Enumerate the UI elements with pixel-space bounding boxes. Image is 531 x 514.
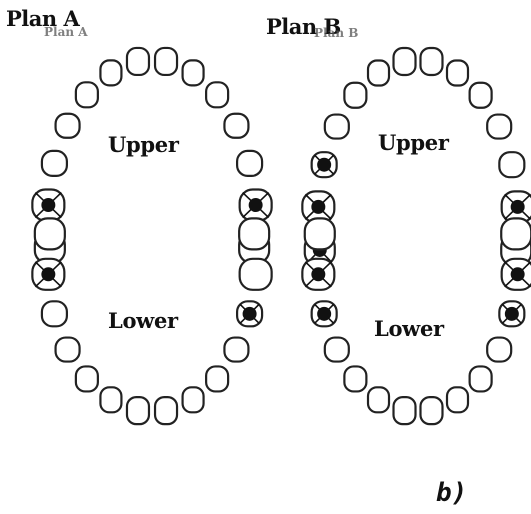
plan-b-upper-tooth-right-lateral-incisor bbox=[447, 61, 468, 86]
plan-b-lower-tooth-left-canine bbox=[344, 366, 366, 391]
plan-a-lower-tooth-left-second-molar bbox=[35, 218, 65, 249]
plan-b-upper-tooth-left-second-premolar bbox=[312, 152, 337, 177]
plan-b-subtitle: Plan B bbox=[314, 26, 358, 40]
plan-a-upper-tooth-left-first-molar bbox=[32, 190, 64, 221]
plan-a-upper-tooth-left-second-premolar bbox=[42, 151, 67, 176]
plan-a-upper-tooth-right-first-premolar bbox=[224, 114, 248, 138]
plan-b-upper-tooth-left-canine bbox=[344, 83, 366, 108]
plan-b-upper-tooth-right-first-premolar bbox=[487, 115, 511, 139]
plan-a-upper-tooth-right-second-premolar bbox=[237, 151, 262, 176]
plan-a-upper-tooth-right-canine bbox=[206, 82, 228, 107]
plan-b-lower-tooth-right-canine bbox=[470, 366, 492, 391]
plan-b-lower-tooth-right-first-molar bbox=[502, 259, 531, 290]
plan-b-lower-tooth-left-first-molar bbox=[302, 259, 334, 290]
plan-a-lower-extraction-marker bbox=[243, 307, 257, 321]
plan-b-upper-extraction-marker bbox=[317, 158, 331, 172]
plan-a-upper-tooth-right-lateral-incisor bbox=[183, 60, 204, 85]
plan-b-upper-tooth-right-central-incisor bbox=[420, 48, 442, 75]
plan-a-upper-extraction-marker bbox=[249, 198, 263, 212]
plan-b-lower-tooth-left-second-molar bbox=[305, 218, 335, 249]
plan-b-lower-tooth-right-second-molar bbox=[501, 218, 531, 249]
plan-a-upper-extraction-marker bbox=[41, 198, 55, 212]
plan-b-upper-extraction-marker bbox=[311, 200, 325, 214]
plan-b-lower-tooth-left-lateral-incisor bbox=[368, 387, 389, 412]
plan-b-lower-extraction-marker bbox=[505, 307, 519, 321]
plan-a-lower-tooth-right-first-molar bbox=[240, 259, 272, 290]
plan-b-lower-label: Lower bbox=[374, 316, 444, 341]
plan-a-lower-tooth-left-lateral-incisor bbox=[100, 387, 121, 412]
plan-b-upper-tooth-right-canine bbox=[470, 83, 492, 108]
plan-a-upper-tooth-left-lateral-incisor bbox=[100, 60, 121, 85]
plan-b-lower-extraction-marker bbox=[511, 267, 525, 281]
plan-a-upper-label: Upper bbox=[108, 132, 179, 157]
plan-a-lower-tooth-right-lateral-incisor bbox=[183, 387, 204, 412]
plan-a-lower-tooth-left-first-premolar bbox=[56, 338, 80, 362]
plan-b-upper-tooth-left-first-premolar bbox=[325, 115, 349, 139]
plan-a-upper-tooth-left-first-premolar bbox=[56, 114, 80, 138]
teeth-layer bbox=[32, 48, 531, 424]
plan-a-lower-tooth-right-first-premolar bbox=[224, 338, 248, 362]
panel-label: b) bbox=[436, 478, 467, 508]
plan-a-lower-tooth-right-central-incisor bbox=[155, 397, 177, 424]
plan-b-lower-extraction-marker bbox=[317, 307, 331, 321]
plan-b-lower-extraction-marker bbox=[311, 267, 325, 281]
plan-a-lower-extraction-marker bbox=[41, 267, 55, 281]
plan-a-lower-tooth-left-first-molar bbox=[32, 259, 64, 290]
plan-b-lower-tooth-left-central-incisor bbox=[394, 397, 416, 424]
plan-a-upper-tooth-left-central-incisor bbox=[127, 48, 149, 75]
plan-a-lower-tooth-left-canine bbox=[76, 366, 98, 391]
plan-b-lower-tooth-right-lateral-incisor bbox=[447, 387, 468, 412]
plan-b-lower-tooth-left-first-premolar bbox=[325, 338, 349, 362]
plan-b-upper-tooth-right-second-premolar bbox=[499, 152, 524, 177]
plan-b-upper-extraction-marker bbox=[511, 200, 525, 214]
plan-a-lower-tooth-right-second-molar bbox=[239, 218, 269, 249]
plan-b-lower-tooth-right-first-premolar bbox=[487, 338, 511, 362]
plan-b-lower-tooth-left-second-premolar bbox=[312, 301, 337, 326]
plan-b-upper-label: Upper bbox=[378, 130, 449, 155]
plan-a-subtitle: Plan A bbox=[44, 25, 88, 39]
plan-a-lower-tooth-left-second-premolar bbox=[42, 301, 67, 326]
plan-a-upper-tooth-right-central-incisor bbox=[155, 48, 177, 75]
plan-b-upper-tooth-left-lateral-incisor bbox=[368, 61, 389, 86]
plan-a-lower-tooth-right-second-premolar bbox=[237, 301, 262, 326]
plan-b-lower-tooth-right-central-incisor bbox=[420, 397, 442, 424]
plan-a-lower-label: Lower bbox=[108, 308, 178, 333]
plan-b-upper-tooth-left-central-incisor bbox=[394, 48, 416, 75]
plan-a-lower-tooth-right-canine bbox=[206, 366, 228, 391]
plan-a-lower-tooth-left-central-incisor bbox=[127, 397, 149, 424]
plan-b-lower-tooth-right-second-premolar bbox=[499, 301, 524, 326]
plan-a-upper-tooth-left-canine bbox=[76, 82, 98, 107]
plan-a-upper-tooth-right-first-molar bbox=[240, 190, 272, 221]
